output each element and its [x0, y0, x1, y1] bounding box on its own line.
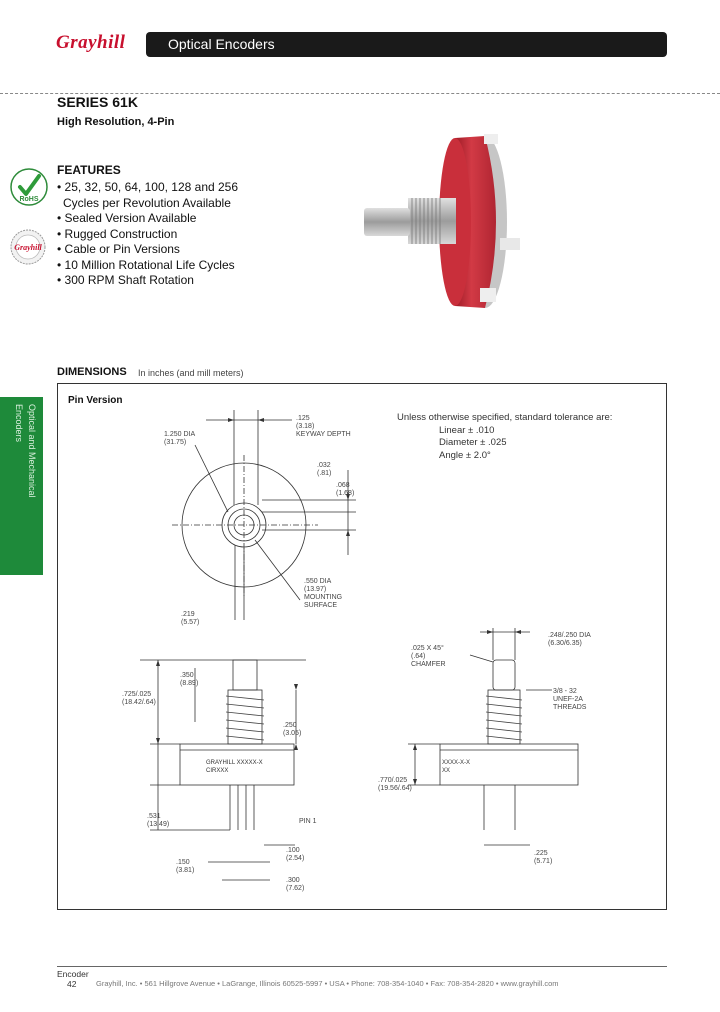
dim-label: .150(3.81): [176, 859, 195, 874]
feature-item: • 25, 32, 50, 64, 100, 128 and 256: [57, 180, 239, 194]
rohs-badge-icon: RoHS: [10, 168, 48, 206]
part-marking-2: CIRXXX: [206, 768, 228, 774]
dim-label: .025 X 45°(.64)CHAMFER: [411, 645, 446, 668]
part-marking-1: GRAYHILL XXXXX-X: [206, 760, 263, 766]
footer-contact: Grayhill, Inc. • 561 Hillgrove Avenue • …: [96, 979, 559, 988]
features-heading: FEATURES: [57, 163, 121, 177]
dim-label: .225(5.71): [534, 850, 553, 865]
dim-label: .725/.025(18.42/.64): [122, 691, 156, 706]
side-tab-label: Optical and Mechanical Encoders: [6, 404, 38, 568]
part-marking-3: XXXX-X-X: [442, 760, 470, 766]
grayhill-seal-icon: Grayhill: [10, 229, 46, 265]
rohs-label: RoHS: [19, 196, 38, 203]
grayhill-logo: Grayhill: [56, 32, 126, 53]
dim-label: .300(7.62): [286, 877, 305, 892]
dim-label: .032(.81): [317, 462, 332, 477]
side-tab-line1: Optical and Mechanical: [27, 404, 37, 498]
dim-label: .250(3.05): [283, 722, 302, 737]
dim-label: .531(13.49): [147, 813, 170, 828]
feature-item: • 300 RPM Shaft Rotation: [57, 273, 194, 287]
dim-label: .248/.250 DIA(6.30/6.35): [548, 632, 591, 647]
side-view-shaft: [232, 659, 258, 691]
tolerance-heading: Unless otherwise specified, standard tol…: [397, 412, 613, 423]
footer-category: Encoder 42: [57, 969, 89, 989]
feature-item: • Rugged Construction: [57, 226, 178, 241]
dim-label: PIN 1: [299, 818, 317, 825]
dimensions-panel: [57, 383, 667, 910]
dim-label: .219(5.57): [181, 611, 200, 626]
tolerance-block: Unless otherwise specified, standard tol…: [397, 412, 612, 462]
dimensions-heading: DIMENSIONS: [57, 366, 127, 378]
encoder-product-image: [364, 134, 520, 308]
dim-label: 1.250 DIA(31.75): [164, 431, 196, 446]
dim-label: .100(2.54): [286, 847, 305, 862]
features-list: • 25, 32, 50, 64, 100, 128 and 256 Cycle…: [57, 180, 238, 289]
section-title: Optical Encoders: [168, 36, 275, 52]
dim-label: .125(3.18)KEYWAY DEPTH: [296, 415, 351, 438]
dim-label: .350(8.89): [180, 672, 199, 687]
dim-label: .770/.025(19.56/.64): [378, 777, 412, 792]
side-tab-line2: Encoders: [14, 404, 24, 443]
dim-label: .068(1.68): [336, 482, 355, 497]
header-divider: [0, 93, 720, 94]
footer-divider: [57, 966, 667, 967]
feature-item: • 10 Million Rotational Life Cycles: [57, 257, 235, 272]
side-tab: [0, 397, 43, 575]
tolerance-angle: Angle ± 2.0°: [439, 449, 491, 461]
page-title: SERIES 61K: [57, 94, 138, 110]
dimensions-note: In inches (and mill meters): [138, 368, 244, 378]
side-view-right-shaft: [492, 659, 516, 691]
pin-version-label: Pin Version: [68, 395, 123, 406]
feature-item: • Sealed Version Available: [57, 211, 197, 225]
tolerance-diameter: Diameter ± .025: [439, 437, 507, 448]
footer-category-label: Encoder: [57, 969, 89, 979]
page-subtitle: High Resolution, 4-Pin: [57, 116, 175, 128]
section-header-bar: Optical Encoders: [146, 32, 667, 57]
tolerance-linear: Linear ± .010: [439, 424, 495, 436]
feature-item: • Cable or Pin Versions: [57, 242, 180, 256]
seal-label: Grayhill: [14, 243, 42, 252]
feature-item: Cycles per Revolution Available: [63, 195, 231, 210]
page-number: 42: [67, 979, 77, 989]
part-marking-4: XX: [442, 768, 450, 774]
